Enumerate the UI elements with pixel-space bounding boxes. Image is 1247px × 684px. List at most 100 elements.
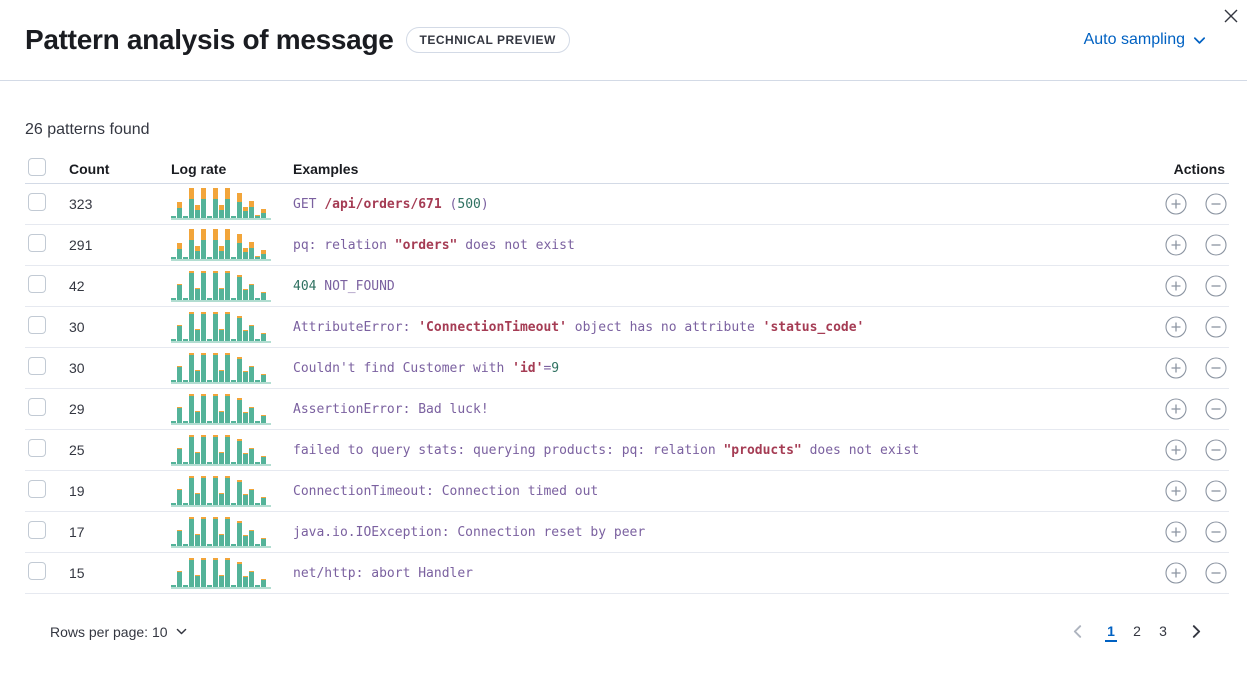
pattern-count: 29 [69,401,85,417]
row-actions [1137,521,1229,543]
exclude-pattern-icon [1205,480,1227,502]
filter-out-pattern-button[interactable] [1205,316,1227,338]
row-actions [1137,480,1229,502]
table-row: 30 Couldn't find Customer with 'id'=9 [25,348,1229,389]
expand-pattern-icon [1165,316,1187,338]
page-button-2[interactable]: 2 [1124,618,1150,644]
filter-out-pattern-button[interactable] [1205,480,1227,502]
close-button[interactable] [1219,4,1243,28]
log-rate-sparkline [171,352,271,384]
filter-out-pattern-button[interactable] [1205,521,1227,543]
pattern-example-text: pq: relation "orders" does not exist [293,237,575,253]
exclude-pattern-icon [1205,275,1227,297]
pattern-example-text: Couldn't find Customer with 'id'=9 [293,360,560,376]
expand-pattern-icon [1165,357,1187,379]
exclude-pattern-icon [1205,357,1227,379]
log-rate-sparkline [171,434,271,466]
log-rate-sparkline [171,311,271,343]
filter-out-pattern-button[interactable] [1205,234,1227,256]
expand-pattern-icon [1165,398,1187,420]
row-actions [1137,234,1229,256]
pattern-count: 17 [69,524,85,540]
chevron-right-icon [1192,625,1201,639]
pattern-example-text: AttributeError: 'ConnectionTimeout' obje… [293,319,865,335]
row-checkbox[interactable] [28,233,46,252]
row-checkbox[interactable] [28,356,46,375]
patterns-panel: 26 patterns found Count Log rate Example… [0,81,1247,646]
row-checkbox[interactable] [28,520,46,539]
filter-out-pattern-button[interactable] [1205,398,1227,420]
pattern-example-text: AssertionError: Bad luck! [293,401,489,417]
table-row: 29 AssertionError: Bad luck! [25,389,1229,430]
log-rate-sparkline [171,393,271,425]
filter-for-pattern-button[interactable] [1165,234,1187,256]
expand-pattern-icon [1165,193,1187,215]
row-checkbox[interactable] [28,274,46,293]
technical-preview-badge: TECHNICAL PREVIEW [405,27,570,53]
pattern-count: 291 [69,237,93,253]
pattern-count: 30 [69,360,85,376]
exclude-pattern-icon [1205,521,1227,543]
exclude-pattern-icon [1205,439,1227,461]
filter-for-pattern-button[interactable] [1165,521,1187,543]
page-button-1[interactable]: 1 [1098,620,1124,646]
close-icon [1224,9,1238,23]
filter-for-pattern-button[interactable] [1165,398,1187,420]
column-header-log-rate: Log rate [171,160,227,177]
row-checkbox[interactable] [28,479,46,498]
expand-pattern-icon [1165,234,1187,256]
log-rate-sparkline [171,475,271,507]
row-checkbox[interactable] [28,397,46,416]
rows-per-page-button[interactable]: Rows per page: 10 [50,624,188,640]
row-actions [1137,562,1229,584]
column-header-examples: Examples [293,160,359,177]
patterns-found-count: 26 patterns found [25,121,150,138]
table-row: 291 pq: relation "orders" does not exist [25,225,1229,266]
row-checkbox[interactable] [28,561,46,580]
row-actions [1137,193,1229,215]
filter-for-pattern-button[interactable] [1165,316,1187,338]
row-actions [1137,316,1229,338]
select-all-checkbox[interactable] [28,158,46,176]
table-header-row: Count Log rate Examples Actions [25,154,1229,184]
filter-for-pattern-button[interactable] [1165,562,1187,584]
filter-out-pattern-button[interactable] [1205,357,1227,379]
pattern-example-text: java.io.IOException: Connection reset by… [293,524,646,540]
row-checkbox[interactable] [28,315,46,334]
filter-for-pattern-button[interactable] [1165,480,1187,502]
expand-pattern-icon [1165,480,1187,502]
exclude-pattern-icon [1205,193,1227,215]
pattern-example-text: GET /api/orders/671 (500) [293,196,489,212]
row-checkbox[interactable] [28,438,46,457]
filter-for-pattern-button[interactable] [1165,275,1187,297]
filter-out-pattern-button[interactable] [1205,439,1227,461]
log-rate-sparkline [171,187,271,220]
filter-for-pattern-button[interactable] [1165,357,1187,379]
flyout-header: Pattern analysis of message TECHNICAL PR… [0,0,1247,56]
row-checkbox[interactable] [28,192,46,211]
filter-out-pattern-button[interactable] [1205,275,1227,297]
column-header-count: Count [69,160,110,177]
chevron-left-icon [1073,625,1082,639]
next-page-button[interactable] [1186,623,1207,640]
expand-pattern-icon [1165,275,1187,297]
previous-page-button[interactable] [1067,623,1088,640]
pattern-count: 15 [69,565,85,581]
filter-out-pattern-button[interactable] [1205,562,1227,584]
page-button-3[interactable]: 3 [1150,618,1176,644]
log-rate-sparkline [171,270,271,302]
sampling-menu-button[interactable]: Auto sampling [1084,31,1207,49]
chevron-down-icon [1193,36,1206,44]
filter-out-pattern-button[interactable] [1205,193,1227,215]
exclude-pattern-icon [1205,562,1227,584]
filter-for-pattern-button[interactable] [1165,193,1187,215]
filter-for-pattern-button[interactable] [1165,439,1187,461]
